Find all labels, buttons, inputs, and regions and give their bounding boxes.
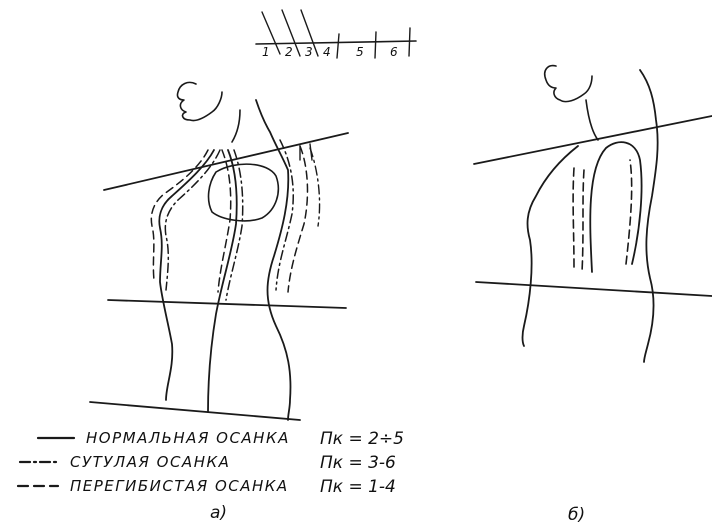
legend-pk-stooped: Пк = 3-6 [320, 453, 396, 473]
scale-tick [337, 34, 339, 58]
scale-label-2: 2 [285, 45, 293, 59]
neck-front [586, 100, 598, 140]
caption-figure-b: б) [568, 505, 585, 525]
head-profile [545, 66, 592, 102]
shoulder-tick-2 [310, 144, 312, 160]
shoulder-line [474, 116, 712, 164]
scale-label-6: 6 [390, 45, 398, 59]
head-profile [177, 82, 222, 120]
neck-front [232, 110, 240, 142]
arm-contour [590, 142, 641, 272]
scale-tick [409, 28, 410, 56]
figure-b [474, 66, 712, 362]
scale-label-5: 5 [356, 45, 364, 59]
waist-line [108, 300, 346, 308]
segment-scale: 1 2 3 4 5 6 [256, 10, 416, 59]
figure-a [90, 82, 348, 420]
scale-label-1: 1 [262, 45, 270, 59]
arm-contour [209, 164, 279, 221]
scale-label-3: 3 [305, 45, 313, 59]
inner-contour-dashed-1 [573, 168, 574, 268]
inner-contour-dashed-2 [582, 170, 584, 272]
scale-label-4: 4 [323, 45, 331, 59]
scale-baseline [256, 41, 416, 44]
front-contour [523, 146, 579, 346]
legend-pk-swayback: Пк = 1-4 [320, 477, 396, 497]
shoulder-line [104, 133, 348, 190]
arm-contour-dashed [626, 160, 632, 264]
back-contour [640, 70, 658, 362]
waist-line [476, 282, 712, 296]
scale-tick [375, 32, 376, 58]
legend-label-swayback: ПЕРЕГИБИСТАЯ ОСАНКА [70, 477, 289, 495]
spine-normal [208, 150, 237, 412]
legend-label-normal: НОРМАЛЬНАЯ ОСАНКА [86, 429, 290, 447]
front-contour-normal [159, 150, 214, 400]
spine-swayback [218, 150, 231, 292]
legend: НОРМАЛЬНАЯ ОСАНКА Пк = 2÷5 СУТУЛАЯ ОСАНК… [18, 429, 404, 497]
legend-label-stooped: СУТУЛАЯ ОСАНКА [70, 453, 230, 471]
base-line [90, 402, 300, 420]
legend-pk-normal: Пк = 2÷5 [320, 429, 404, 449]
caption-figure-a: а) [210, 503, 227, 523]
